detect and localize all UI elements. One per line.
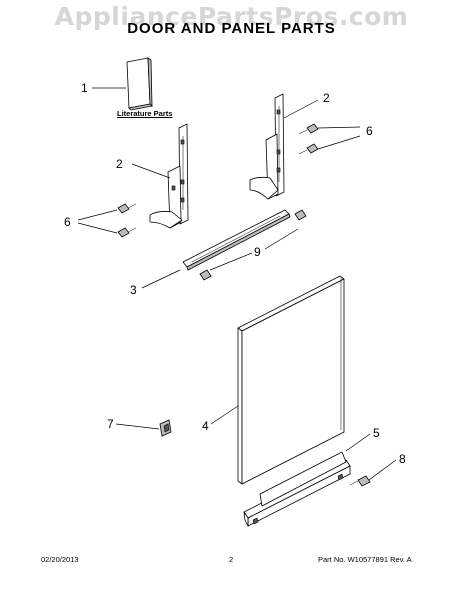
footer-date: 02/20/2013 <box>41 555 79 564</box>
watermark-text: AppliancePartsPros.com <box>54 2 409 31</box>
leader-lines <box>77 87 397 481</box>
callout-9: 9 <box>254 245 261 259</box>
footer-part-number: Part No. W10577891 Rev. A <box>318 555 412 564</box>
toe-panel-part <box>243 451 351 527</box>
callout-5: 5 <box>373 426 380 440</box>
door-panel-part <box>237 275 345 485</box>
literature-booklet-part <box>126 57 153 111</box>
callout-2-right: 2 <box>323 91 330 105</box>
callout-2-left: 2 <box>116 157 123 171</box>
callout-6-left: 6 <box>64 215 71 229</box>
callout-6-right: 6 <box>366 124 373 138</box>
screw-part-left-a <box>117 203 137 214</box>
rail-screw-part-left <box>199 269 212 281</box>
footer-page-number: 2 <box>229 555 234 564</box>
clip-part <box>159 419 172 437</box>
page-title: DOOR AND PANEL PARTS <box>127 20 336 37</box>
screw-part-upper-right-b <box>298 143 319 155</box>
left-door-bracket-part <box>149 123 189 229</box>
door-rail-part <box>182 209 291 271</box>
rail-screw-part-right <box>294 209 307 221</box>
callout-3: 3 <box>130 283 137 297</box>
callout-1: 1 <box>81 81 88 95</box>
callout-7: 7 <box>107 417 114 431</box>
screw-part-left-b <box>117 227 137 238</box>
literature-parts-label: Literature Parts <box>117 109 173 118</box>
callout-4: 4 <box>202 419 209 433</box>
right-door-bracket-part <box>249 93 285 200</box>
screw-part-upper-right-a <box>298 123 319 135</box>
callout-8: 8 <box>399 452 406 466</box>
toe-panel-screw-part <box>349 475 371 487</box>
